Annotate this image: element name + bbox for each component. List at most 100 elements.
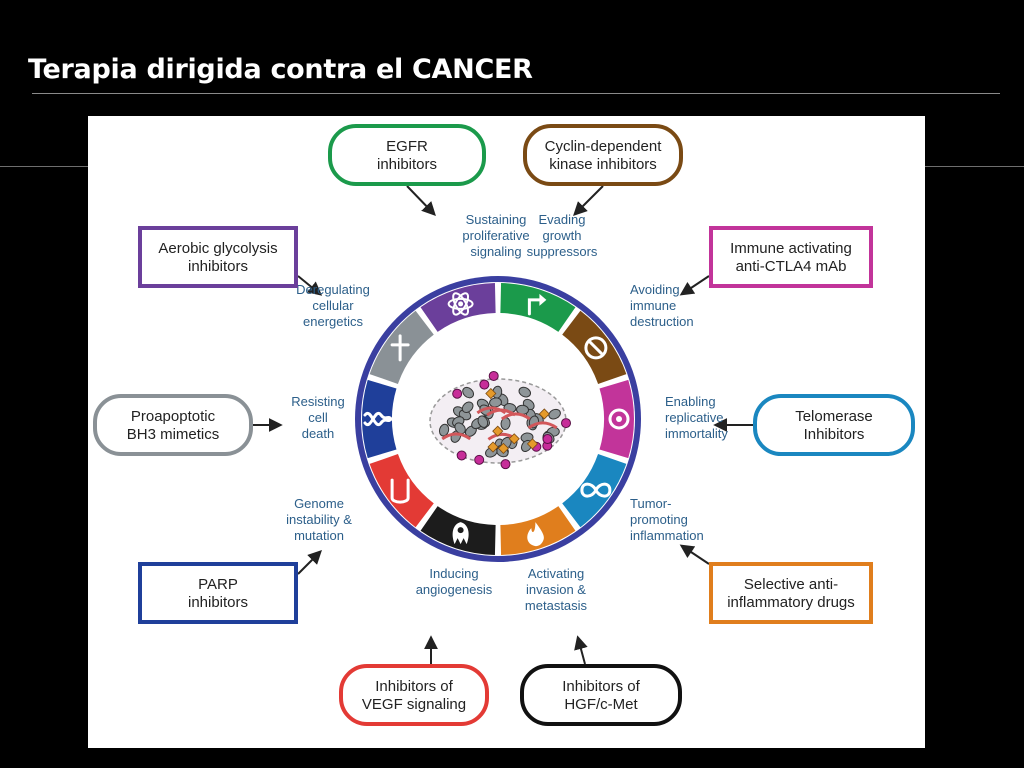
hallmark-label-line: Resisting: [291, 394, 344, 409]
drug-label-line: Inhibitors: [804, 426, 865, 443]
hallmark-label-line: cellular: [312, 298, 354, 313]
hallmark-label-line: Inducing: [429, 566, 478, 581]
ring-segment-sustaining: [500, 283, 576, 332]
hallmark-label-line: angiogenesis: [416, 582, 493, 597]
ring-segment-inducing: [369, 454, 434, 528]
hallmark-label-line: Tumor-: [630, 496, 671, 511]
hallmark-label-line: metastasis: [525, 598, 588, 613]
drug-label-line: Selective anti-: [744, 576, 838, 593]
drug-label-line: VEGF signaling: [362, 696, 466, 713]
ring-segment-genome: [362, 379, 397, 459]
drug-box-border: [328, 124, 486, 186]
migrating-cell-icon: [452, 522, 469, 545]
hallmark-label-line: instability &: [286, 512, 352, 527]
tumor-cells-illustration: [429, 370, 572, 470]
hallmark-label-line: cell: [308, 410, 328, 425]
drug-label-line: inhibitors: [188, 594, 248, 611]
drug-label-line: Immune activating: [730, 240, 852, 257]
hallmark-label-line: suppressors: [527, 244, 598, 259]
hallmark-label-line: death: [302, 426, 335, 441]
drug-box-antiinflam: Selective anti-inflammatory drugs: [709, 562, 873, 624]
drug-box-border: [138, 226, 298, 288]
dna-icon: [363, 411, 393, 427]
drug-label-line: Inhibitors of: [375, 678, 453, 695]
hallmark-label-line: Evading: [539, 212, 586, 227]
drug-box-border: [753, 394, 915, 456]
drug-label-antiinflam: Selective anti-inflammatory drugs: [727, 576, 855, 611]
hallmark-label-line: Deregulating: [296, 282, 370, 297]
drug-arrow-hgf: [574, 635, 588, 665]
drug-label-line: Telomerase: [795, 408, 873, 425]
hallmark-label-line: promoting: [630, 512, 688, 527]
drug-arrow-glycolysis: [297, 275, 323, 296]
drug-box-border: [709, 562, 873, 624]
hallmark-label-line: signaling: [470, 244, 521, 259]
drug-box-border: [138, 562, 298, 624]
drug-arrow-egfr: [406, 185, 436, 217]
drug-label-line: kinase inhibitors: [549, 156, 657, 173]
drug-label-line: HGF/c-Met: [564, 696, 638, 713]
hallmark-label-line: Avoiding: [630, 282, 680, 297]
hallmark-label-line: destruction: [630, 314, 694, 329]
cross-icon: [390, 334, 410, 362]
hallmark-label-line: invasion &: [526, 582, 586, 597]
drug-label-line: Inhibitors of: [562, 678, 640, 695]
drug-label-line: Cyclin-dependent: [545, 138, 663, 155]
flame-icon: [527, 522, 544, 547]
hallmark-label-line: Enabling: [665, 394, 716, 409]
hallmark-label-line: inflammation: [630, 528, 704, 543]
tumor-center: [396, 317, 600, 521]
drug-label-line: inhibitors: [188, 258, 248, 275]
drug-label-line: BH3 mimetics: [127, 426, 220, 443]
drug-arrow-parp: [297, 550, 322, 575]
hallmark-label-line: proliferative: [462, 228, 529, 243]
drug-box-border: [709, 226, 873, 288]
immune-cell-icon: [608, 408, 630, 430]
drug-label-line: Proapoptotic: [131, 408, 216, 425]
arrow-icon: [527, 293, 547, 316]
hallmark-label-line: Sustaining: [466, 212, 527, 227]
vessel-icon: [390, 478, 410, 504]
hallmark-label-line: mutation: [294, 528, 344, 543]
hallmark-label-line: Activating: [528, 566, 584, 581]
drug-box-border: [339, 664, 489, 726]
hallmark-label-line: energetics: [303, 314, 363, 329]
hallmark-label-line: immune: [630, 298, 676, 313]
drug-label-line: inhibitors: [377, 156, 437, 173]
drug-box-border: [520, 664, 682, 726]
slide-title: Terapia dirigida contra el CANCER: [28, 54, 533, 85]
atom-icon: [447, 292, 474, 316]
drug-label-line: EGFR: [386, 138, 428, 155]
hallmark-label-line: Genome: [294, 496, 344, 511]
drug-label-line: PARP: [198, 576, 238, 593]
drug-box-border: [93, 394, 253, 456]
hallmark-label-line: immortality: [665, 426, 728, 441]
